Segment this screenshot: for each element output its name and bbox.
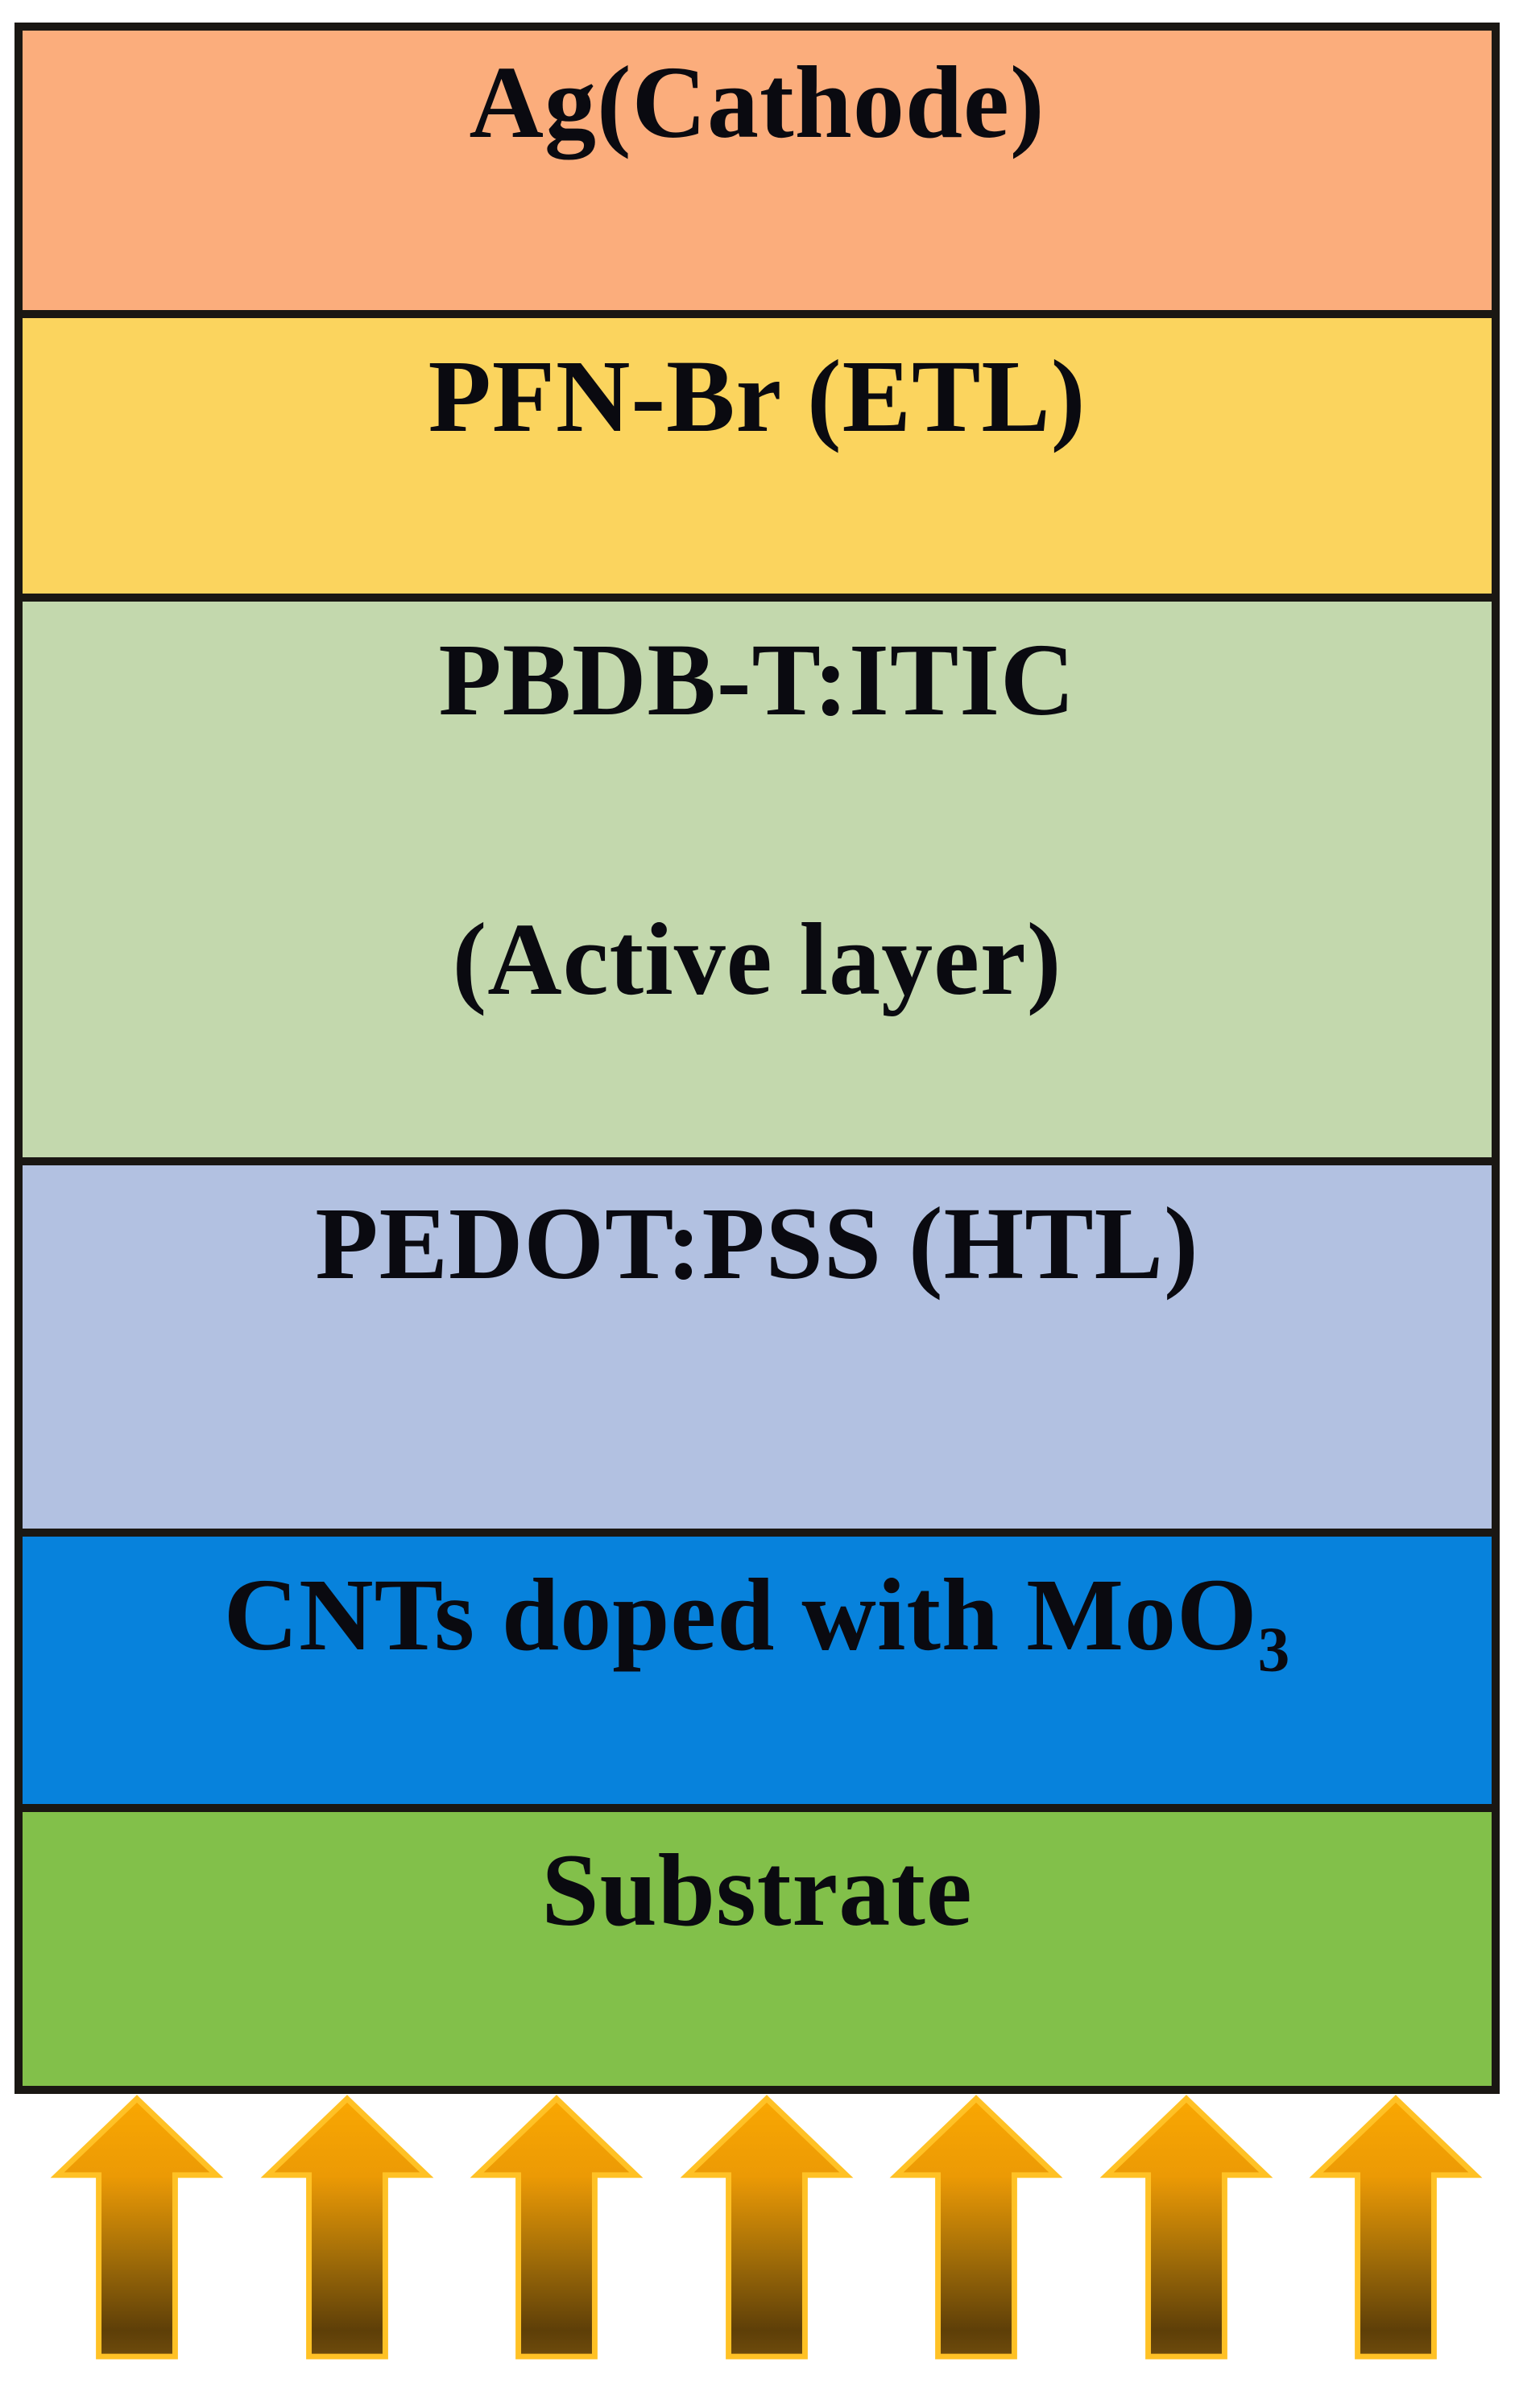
layer-label-pedot-pss-htl: PEDOT:PSS (HTL)	[315, 1186, 1199, 1301]
light-arrow-up-icon	[889, 2095, 1063, 2360]
layer-label-cnt-moo3-subscript: 3	[1257, 1614, 1291, 1686]
layer-label-substrate: Substrate	[541, 1833, 973, 1947]
light-arrow-up-icon	[470, 2095, 644, 2360]
layer-label-pfn-br-etl: PFN-Br (ETL)	[428, 339, 1086, 453]
layer-silver-cathode: Ag(Cathode)	[23, 31, 1492, 310]
light-arrow-up-icon	[680, 2095, 853, 2360]
light-arrow-up-icon	[1099, 2095, 1273, 2360]
layer-label-active-material: PBDB-T:ITIC	[438, 623, 1076, 737]
layer-cnt-moo3: CNTs doped with MoO3	[23, 1529, 1492, 1804]
light-arrow-up-icon	[50, 2095, 224, 2360]
layer-label-cnt-moo3-main: CNTs doped with MoO	[223, 1558, 1258, 1672]
layer-label-cnt-moo3: CNTs doped with MoO3	[223, 1556, 1291, 1682]
layer-label-silver-cathode: Ag(Cathode)	[469, 45, 1045, 159]
incident-light-arrows	[50, 2095, 1483, 2363]
layer-stack: Ag(Cathode) PFN-Br (ETL) PBDB-T:ITIC (Ac…	[14, 23, 1500, 2094]
layer-pfn-br-etl: PFN-Br (ETL)	[23, 310, 1492, 594]
layer-pedot-pss-htl: PEDOT:PSS (HTL)	[23, 1157, 1492, 1529]
layer-active: PBDB-T:ITIC (Active layer)	[23, 594, 1492, 1157]
layer-label-active-role: (Active layer)	[452, 902, 1062, 1017]
light-arrow-up-icon	[260, 2095, 433, 2360]
layer-substrate: Substrate	[23, 1804, 1492, 2086]
light-arrow-up-icon	[1309, 2095, 1483, 2360]
